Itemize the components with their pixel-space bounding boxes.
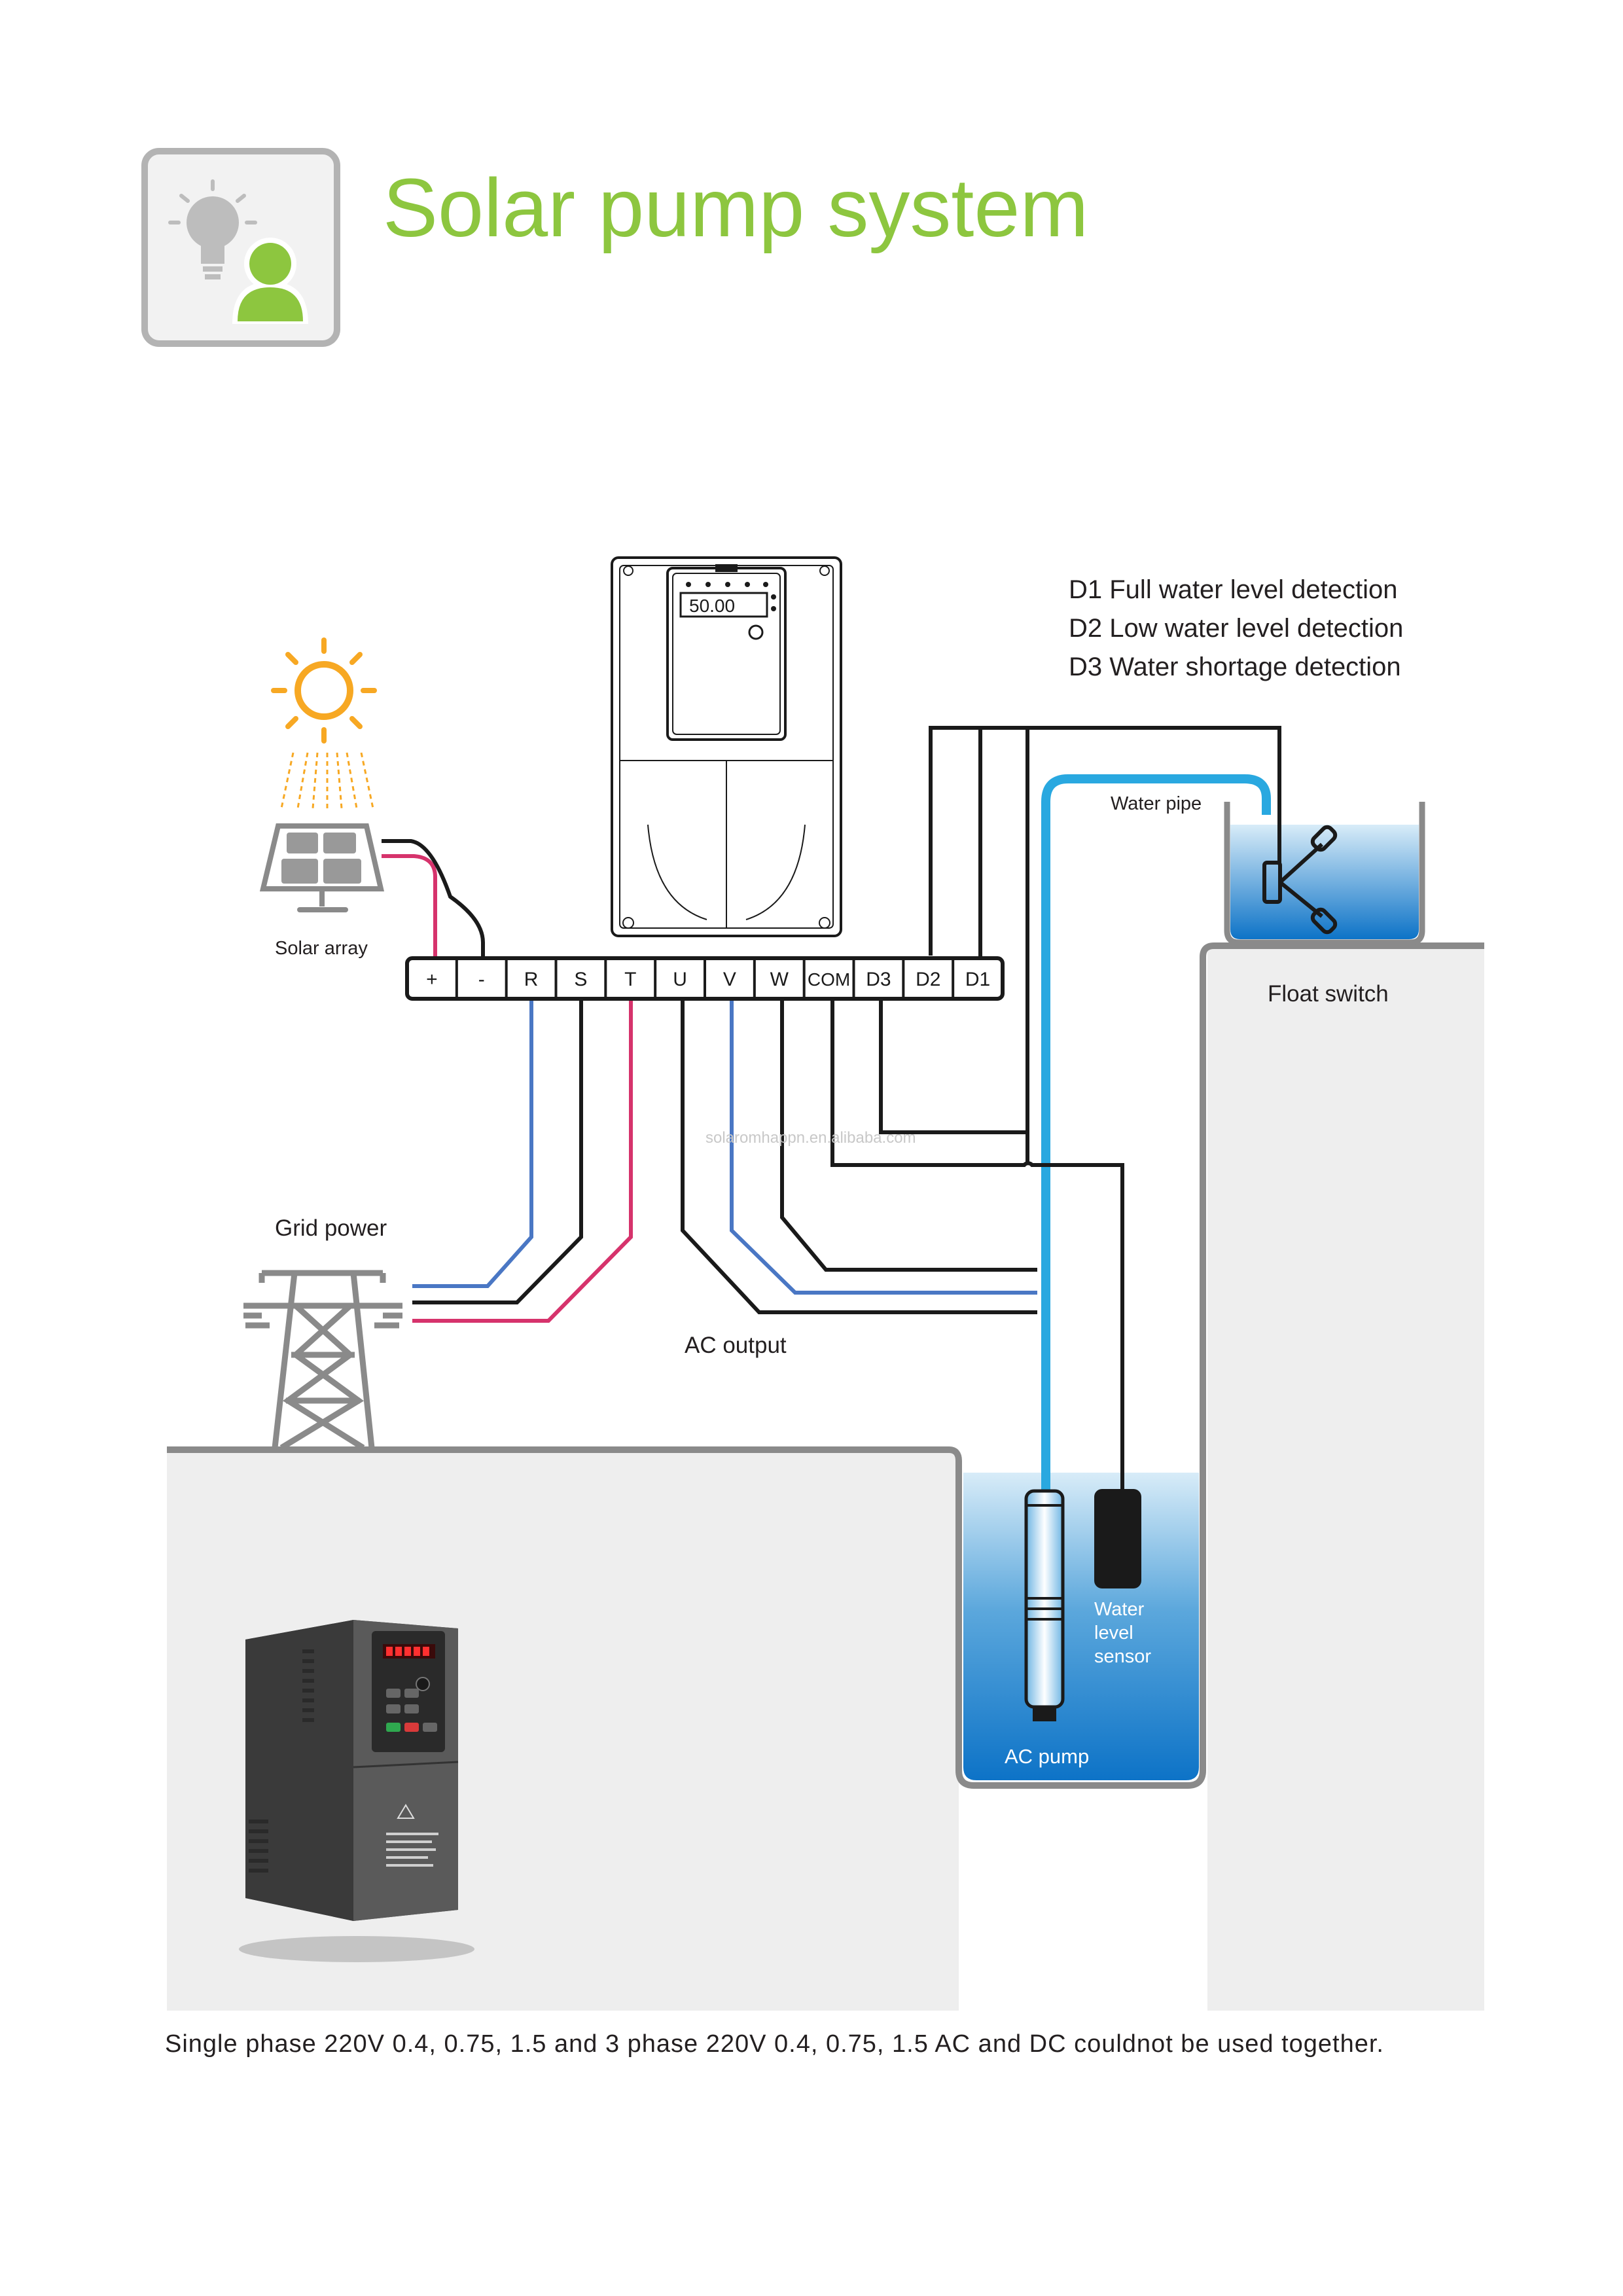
well-water (963, 1473, 1199, 1780)
terminal-label: - (478, 969, 485, 990)
ground-right (1207, 946, 1484, 2011)
wire-t (412, 998, 633, 1323)
legend-line-d3: D3 Water shortage detection (1069, 653, 1401, 681)
wire-r (412, 998, 533, 1288)
label-float-switch: Float switch (1268, 981, 1389, 1007)
ac-pump-icon (1024, 1489, 1065, 1721)
tank-water (1230, 825, 1419, 939)
lightbulb-icon (168, 179, 257, 279)
wire-u (681, 998, 1037, 1314)
terminal-legend: D1 Full water level detection D2 Low wat… (1069, 571, 1403, 687)
tank-outline (1224, 802, 1425, 946)
terminal-label: D2 (916, 969, 940, 990)
label-solar-array: Solar array (275, 938, 368, 959)
inverter-product-photo (239, 1620, 474, 1962)
terminal-label: T (624, 969, 636, 990)
label-water-level-sensor-3: sensor (1094, 1646, 1151, 1667)
header-logo-icon (141, 148, 340, 347)
footer-note: Single phase 220V 0.4, 0.75, 1.5 and 3 p… (165, 2030, 1384, 2058)
terminal-label: + (426, 969, 438, 990)
wire-v (730, 998, 1037, 1295)
page-title: Solar pump system (383, 162, 1089, 254)
terminal-label: V (723, 969, 736, 990)
legend-line-d2: D2 Low water level detection (1069, 614, 1404, 643)
inverter-indicator-leds (686, 582, 776, 611)
label-ac-pump: AC pump (1005, 1745, 1089, 1768)
inverter-display-value: 50.00 (689, 596, 735, 616)
label-water-level-sensor-2: level (1094, 1623, 1133, 1643)
wire-d3 (879, 998, 1027, 1134)
label-water-pipe: Water pipe (1111, 793, 1202, 814)
terminal-label: U (673, 969, 687, 990)
terminal-label: D1 (965, 969, 990, 990)
water-level-sensor-icon (1094, 1489, 1141, 1588)
person-icon (232, 238, 308, 324)
terminal-label: D3 (866, 969, 891, 990)
water-pipe (1041, 774, 1271, 1499)
watermark: solaromhappn.en.alibaba.com (705, 1129, 916, 1147)
wire-solar-positive (382, 854, 437, 962)
label-water-level-sensor-1: Water (1094, 1599, 1145, 1620)
terminal-label: W (770, 969, 789, 990)
terminal-label: COM (808, 969, 850, 990)
wire-s (412, 998, 583, 1304)
wire-w (780, 998, 1037, 1272)
legend-line-d1: D1 Full water level detection (1069, 575, 1398, 604)
label-ac-output: AC output (685, 1333, 787, 1358)
label-grid-power: Grid power (275, 1215, 387, 1241)
sun-icon (271, 637, 377, 809)
wire-solar-negative (382, 839, 485, 962)
terminal-label: S (574, 969, 587, 990)
wire-com (830, 998, 1124, 1489)
ground-outline (167, 942, 1484, 1789)
wire-d2 (929, 726, 1281, 956)
solar-panel-icon (259, 823, 385, 912)
terminal-label: R (524, 969, 539, 990)
power-tower-icon (243, 1270, 402, 1450)
inverter-drawing (611, 556, 842, 937)
float-switch-icon (1262, 825, 1338, 935)
terminal-block: + - R S T U V W COM D3 D2 D1 (405, 956, 1005, 1001)
